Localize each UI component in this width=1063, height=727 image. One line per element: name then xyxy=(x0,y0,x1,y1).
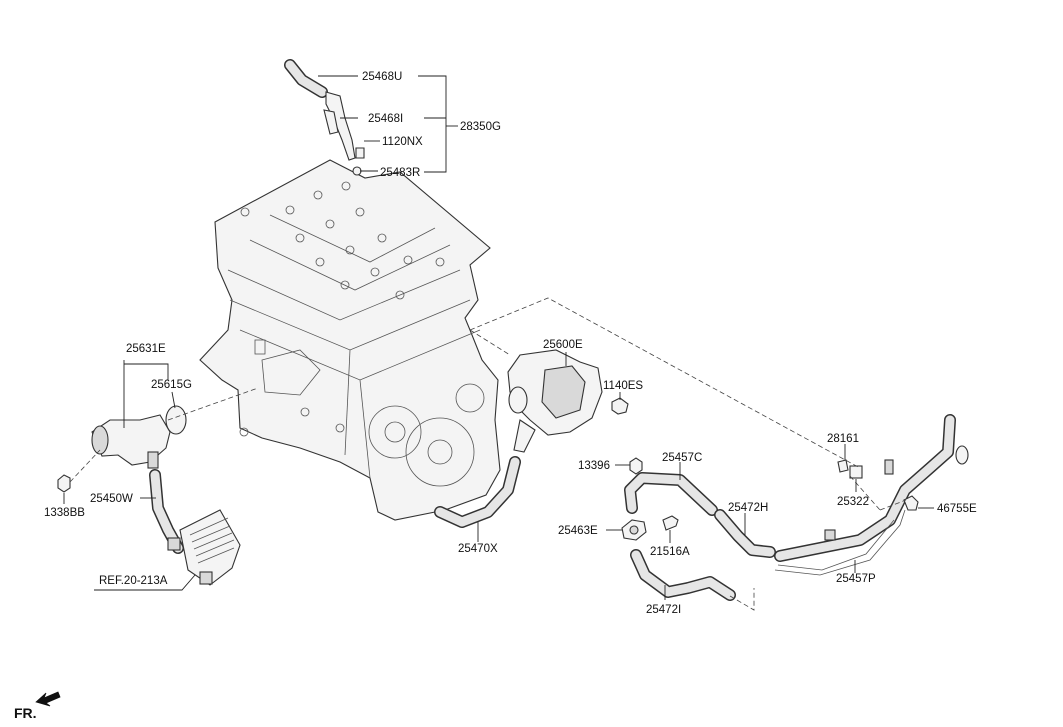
hose-25470x xyxy=(434,456,521,528)
label-21516a: 21516A xyxy=(650,546,690,558)
oil-pipe-assembly xyxy=(284,59,365,176)
label-25600e: 25600E xyxy=(543,339,583,351)
label-25457c: 25457C xyxy=(662,452,702,464)
bolt-1140es xyxy=(611,397,629,415)
hose-25472i xyxy=(630,549,736,601)
label-25470x: 25470X xyxy=(458,543,498,555)
plug-28161 xyxy=(837,459,849,473)
label-28161: 28161 xyxy=(827,433,859,445)
bolt-21516a xyxy=(662,515,679,531)
leader-lines xyxy=(63,75,934,600)
label-1338bb: 1338BB xyxy=(44,507,85,519)
label-25472i: 25472I xyxy=(646,604,681,616)
label-25472h: 25472H xyxy=(728,502,768,514)
label-13396: 13396 xyxy=(578,460,610,472)
label-46755e: 46755E xyxy=(937,503,977,515)
label-25631e: 25631E xyxy=(126,343,166,355)
oil-cooler xyxy=(167,509,241,586)
label-1140es: 1140ES xyxy=(603,380,643,392)
nut xyxy=(57,474,71,493)
label-25322: 25322 xyxy=(837,496,869,508)
label-25468i: 25468I xyxy=(368,113,403,125)
front-arrow-icon xyxy=(35,691,61,707)
label-28350g: 28350G xyxy=(460,121,501,133)
pipe-25457p xyxy=(774,414,969,576)
nut-13396 xyxy=(629,457,643,475)
front-direction-indicator: FR. xyxy=(14,691,61,721)
label-25463e: 25463E xyxy=(558,525,598,537)
dashed-guides xyxy=(69,297,907,611)
label-25450w: 25450W xyxy=(90,493,133,505)
bolt-46755e xyxy=(903,495,919,511)
cap-25322 xyxy=(849,465,863,479)
water-pump-module xyxy=(507,349,603,453)
coolant-outlet-fitting xyxy=(91,405,187,469)
label-1120nx: 1120NX xyxy=(382,136,423,148)
hose-25450w xyxy=(149,469,184,554)
label-25468u: 25468U xyxy=(362,71,402,83)
front-label: FR. xyxy=(14,705,37,721)
engine-block xyxy=(199,159,501,521)
hose-25457c xyxy=(624,472,718,516)
label-25615g: 25615G xyxy=(151,379,192,391)
hose-25472h xyxy=(714,509,776,558)
label-25483r: 25483R xyxy=(380,167,420,179)
part-labels: 25468U 25468I 28350G 1120NX 25483R 25631… xyxy=(44,71,977,616)
label-ref-20-213a: REF.20-213A xyxy=(99,575,168,587)
label-25457p: 25457P xyxy=(836,573,876,585)
gasket-25463e xyxy=(621,519,647,541)
